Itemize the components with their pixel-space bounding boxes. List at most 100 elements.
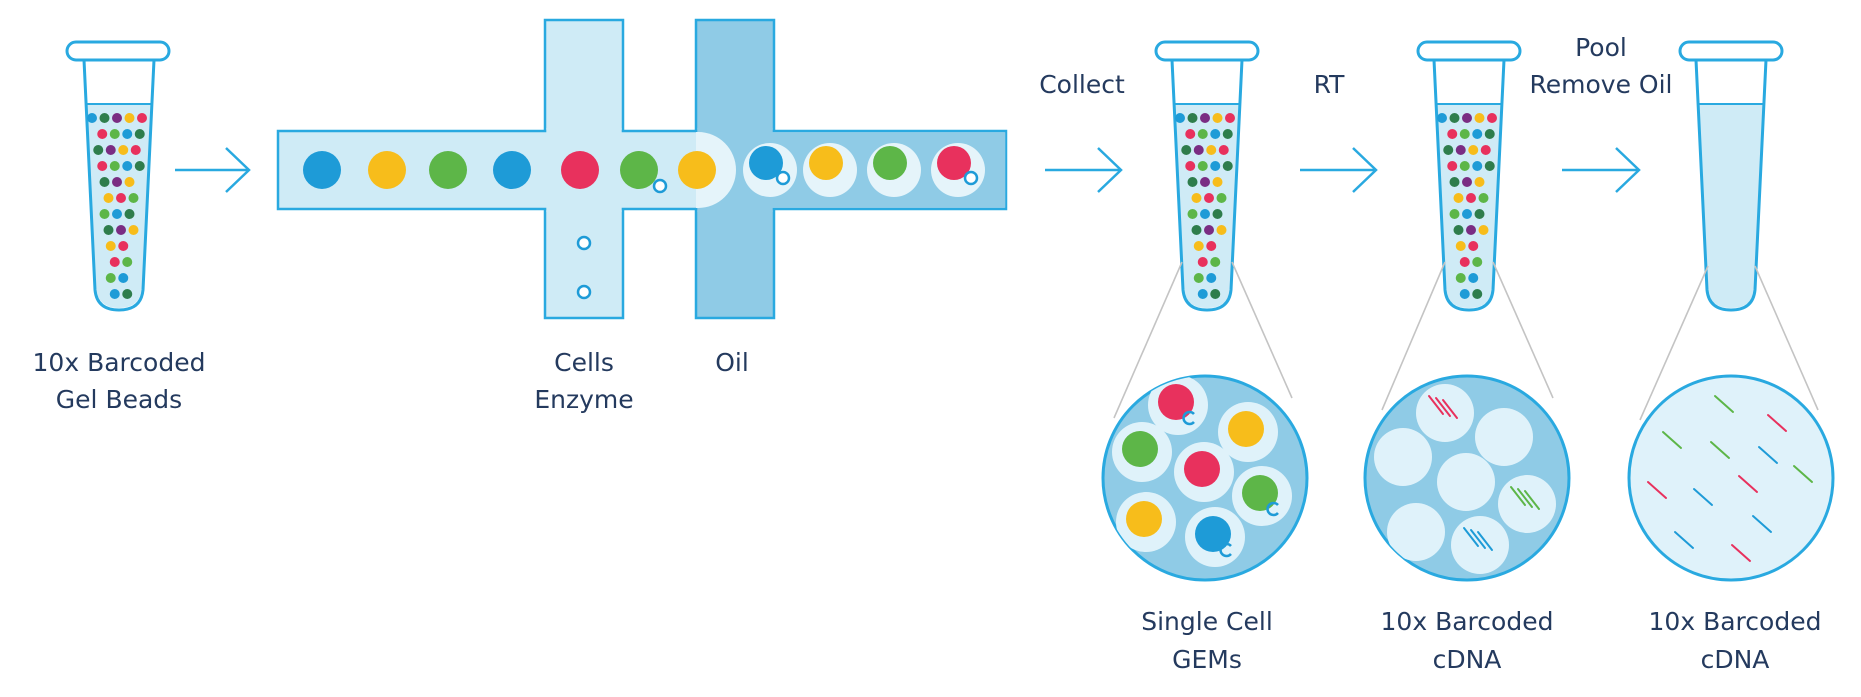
cdna-strand	[1524, 490, 1540, 510]
zoom-cdna-pooled	[1627, 374, 1835, 582]
cdna-strand	[1477, 531, 1493, 551]
gel-bead	[134, 161, 145, 171]
gel-bead	[87, 113, 97, 123]
gel-bead	[1175, 113, 1185, 123]
gel-bead	[109, 257, 120, 267]
tube-body	[1694, 58, 1768, 312]
gel-bead	[1455, 273, 1466, 283]
gel-bead	[1193, 145, 1204, 155]
cell-bubble	[576, 284, 592, 300]
gel-bead	[1197, 129, 1208, 139]
label-gel-beads-2: Gel Beads	[56, 385, 182, 414]
gel-bead	[1212, 113, 1223, 123]
gel-bead	[1200, 113, 1210, 123]
label-cells: Cells	[554, 348, 614, 377]
gem-droplet	[1451, 516, 1509, 574]
cdna-strand	[1731, 544, 1751, 562]
gel-bead	[1200, 177, 1210, 187]
pooled-tube	[1678, 40, 1784, 312]
tube-beads	[1437, 113, 1497, 299]
cdna-strand	[1714, 395, 1734, 413]
tube-liquid	[1173, 104, 1241, 308]
gel-bead	[122, 161, 133, 171]
cell-mark	[1182, 410, 1195, 426]
gel-bead	[1191, 225, 1202, 235]
cell-bubble	[576, 235, 592, 251]
cdna-strand	[1752, 515, 1772, 533]
gel-bead	[1204, 225, 1214, 235]
gem-droplet	[1374, 428, 1432, 486]
cdna-strand	[1470, 529, 1486, 549]
gel-bead	[1206, 241, 1217, 251]
gel-bead	[1447, 129, 1458, 139]
gel-bead	[1185, 129, 1196, 139]
gel-bead	[493, 151, 531, 189]
cdna-strand	[1793, 465, 1813, 483]
gel-bead	[1218, 145, 1229, 155]
arrow-to-chip	[175, 147, 251, 193]
gel-bead	[118, 145, 129, 155]
label-remove-oil: Remove Oil	[1530, 70, 1673, 99]
microfluidic-chip	[276, 18, 1008, 320]
gel-bead-tube	[65, 40, 171, 312]
gel-bead	[1193, 273, 1204, 283]
gel-bead	[1487, 113, 1497, 123]
gel-bead	[1187, 177, 1198, 187]
gel-bead	[429, 151, 467, 189]
gel-bead	[1455, 241, 1466, 251]
tube-body	[82, 58, 156, 312]
cdna-strand	[1517, 488, 1533, 508]
gem-droplet	[1387, 503, 1445, 561]
cdna-strand	[1463, 527, 1479, 547]
gel-bead	[1195, 516, 1231, 552]
gel-bead	[1480, 145, 1491, 155]
label-rt: RT	[1314, 70, 1346, 99]
gel-bead	[124, 113, 135, 123]
tube-beads	[1175, 113, 1235, 299]
gel-bead	[1184, 451, 1220, 487]
gel-bead	[1472, 257, 1483, 267]
zoom-gems	[1101, 374, 1309, 582]
label-cdna2-2: cDNA	[1701, 645, 1770, 674]
gel-bead	[93, 145, 104, 155]
gel-bead	[1242, 475, 1278, 511]
cdna-strand	[1738, 475, 1758, 493]
gel-bead	[124, 209, 135, 219]
gel-bead	[137, 113, 147, 123]
gel-bead	[1212, 209, 1223, 219]
gel-bead	[1449, 113, 1460, 123]
gel-bead	[1474, 209, 1485, 219]
gel-bead	[1472, 289, 1483, 299]
zoom-lines	[1113, 261, 1819, 421]
gel-bead	[1443, 145, 1454, 155]
gel-bead	[122, 257, 133, 267]
gel-bead	[1474, 177, 1485, 187]
arrow-rt	[1300, 147, 1378, 193]
tube-cap	[1678, 40, 1784, 62]
gel-bead	[1212, 177, 1223, 187]
gel-bead	[1204, 193, 1214, 203]
gel-bead	[678, 151, 716, 189]
gem-droplet	[1498, 475, 1556, 533]
cdna-strand	[1758, 446, 1778, 464]
cdna-strand	[1767, 414, 1787, 432]
tube-liquid	[1697, 104, 1765, 308]
gel-bead	[873, 146, 907, 180]
tube-cap	[1416, 40, 1522, 62]
gel-bead	[303, 151, 341, 189]
gel-bead	[1478, 225, 1489, 235]
gel-bead	[1472, 161, 1483, 171]
gel-bead	[130, 145, 141, 155]
gel-bead	[109, 289, 120, 299]
arrow-collect	[1045, 147, 1123, 193]
gel-bead	[116, 193, 126, 203]
cdna-strand	[1662, 431, 1682, 449]
cdna-strand	[1693, 488, 1713, 506]
gel-bead	[103, 225, 114, 235]
gel-bead	[122, 129, 133, 139]
gel-bead	[1484, 161, 1495, 171]
label-gel-beads-1: 10x Barcoded	[33, 348, 206, 377]
gel-bead	[118, 241, 129, 251]
gel-bead	[809, 146, 843, 180]
zoom-cdna-droplets	[1363, 374, 1571, 582]
